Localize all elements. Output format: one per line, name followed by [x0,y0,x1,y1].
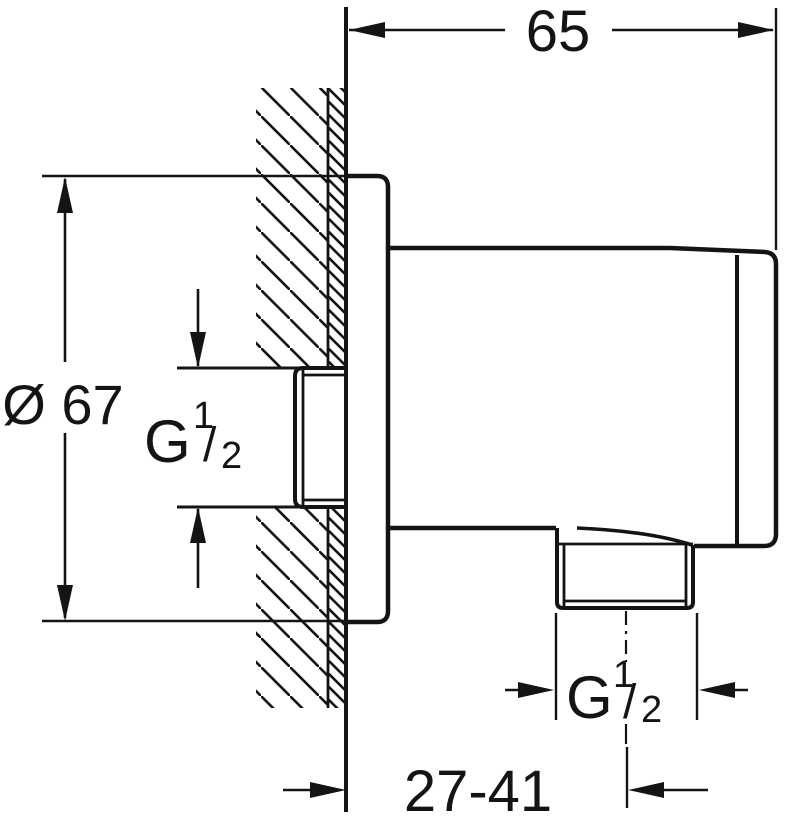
arrowhead-right [738,22,774,38]
wall-hatch-upper [256,88,328,368]
arrowhead-down [57,585,73,621]
arrowhead-left [699,682,735,698]
svg-text:G: G [566,664,613,731]
svg-text:G: G [144,408,191,475]
arrowhead-down [190,332,206,368]
dimension-outlet-thread [505,613,748,720]
label-outlet-thread: G 1 / 2 [566,654,662,731]
outlet-thread-stub [555,528,695,610]
arrowhead-left [628,782,664,798]
arrowhead-up [190,507,206,543]
wall-hatch-lower [256,508,328,708]
svg-text:/: / [203,419,217,472]
wall-section [177,7,348,812]
label-flange-diameter: Ø 67 [2,373,123,436]
svg-text:/: / [623,676,637,729]
dimension-inlet-thread [190,289,206,588]
dimension-flange-diameter [42,174,347,623]
arrowhead-right [310,782,346,798]
svg-text:2: 2 [221,435,242,477]
label-inlet-thread: G 1 / 2 [144,395,242,477]
arrowhead-up [57,177,73,213]
arrowhead-right [518,682,554,698]
arrowhead-left [349,22,385,38]
label-top-width: 65 [526,0,591,64]
svg-text:2: 2 [641,689,662,731]
svg-text:1: 1 [613,654,634,696]
dimension-top-width [349,8,778,250]
dimension-depth-range [283,747,708,808]
body-outlet-transition-curve [576,526,693,547]
wall-rung-strip-lower [328,508,346,708]
fixture-outline [293,173,779,744]
inlet-thread-stub [293,366,346,509]
wall-rung-strip-upper [328,88,346,368]
flange-outline [347,173,391,625]
svg-text:1: 1 [193,395,214,437]
label-depth-range: 27-41 [404,759,552,824]
body-outline [386,245,779,549]
